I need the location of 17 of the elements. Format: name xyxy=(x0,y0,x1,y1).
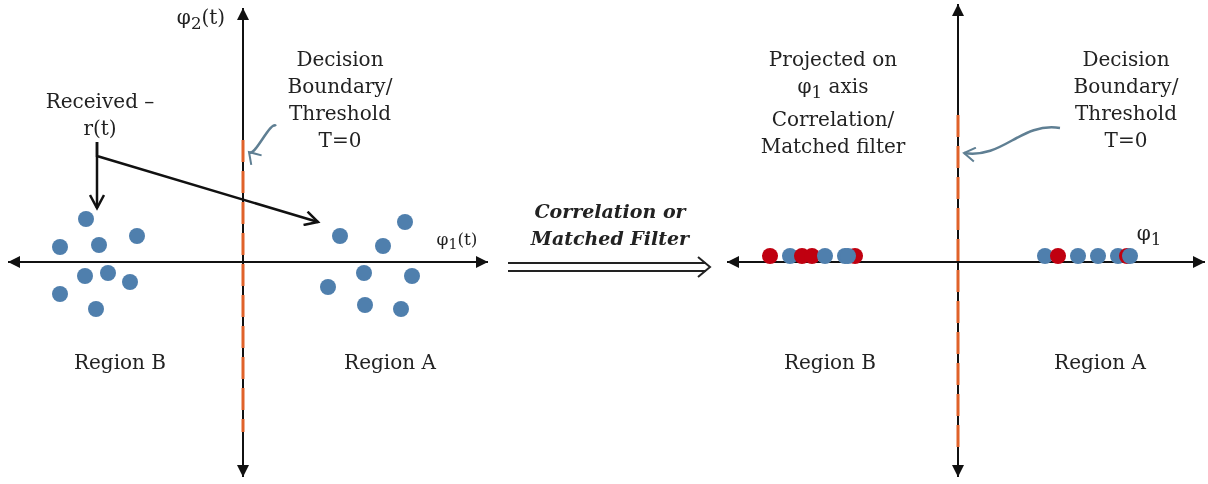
axis-label: φ$_{1}$(t) xyxy=(435,228,479,255)
region-label: Region A xyxy=(343,349,437,376)
region-label: Region A xyxy=(1053,349,1147,376)
axis-label: φ$_{1}$ xyxy=(1135,220,1163,251)
callout-text: Received – r(t) xyxy=(40,88,160,142)
scatter-dots xyxy=(1035,246,1141,266)
callout-text: Decision Boundary/ Threshold T=0 xyxy=(278,46,402,154)
axis-label: φ$_{2}$(t) xyxy=(175,4,227,35)
region-label: Region B xyxy=(782,349,878,376)
callout-text: Decision Boundary/ Threshold T=0 xyxy=(1062,46,1190,154)
process-label: Correlation or Matched Filter xyxy=(529,199,691,251)
curved-arrow xyxy=(248,124,277,164)
arrow xyxy=(95,142,320,227)
note-text: Projected on φ$_{1}$ axis Correlation/ Matched filter xyxy=(759,46,907,160)
scatter-dots xyxy=(760,246,866,266)
curved-arrow xyxy=(963,126,1061,162)
region-label: Region B xyxy=(72,349,168,376)
